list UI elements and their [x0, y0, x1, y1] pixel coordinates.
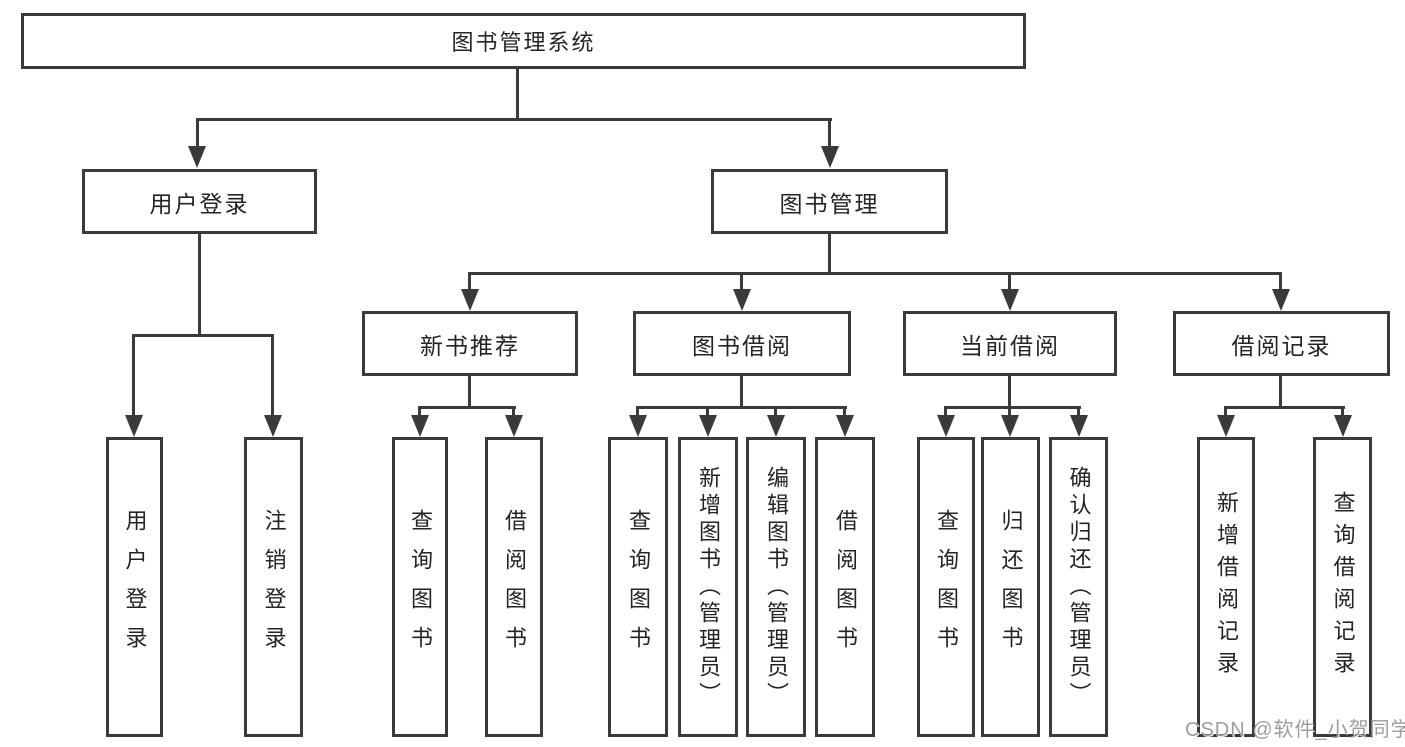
connector-hline: [944, 406, 1081, 409]
connector-hline: [418, 406, 516, 409]
connector-vline: [944, 406, 947, 417]
leaf-label: 新增图书（管理员）: [696, 465, 721, 709]
connector-vline: [468, 376, 471, 409]
connector-arrowhead: [461, 289, 479, 311]
leaf-logout: 注销登录: [244, 437, 303, 737]
leaf-label: 查询图书: [626, 509, 651, 665]
leaf-label: 新增借阅记录: [1214, 491, 1239, 683]
leaf-label: 确认归还（管理员）: [1066, 465, 1092, 709]
leaf-label: 借阅图书: [833, 509, 858, 665]
connector-arrowhead: [1001, 289, 1019, 311]
node-label: 借阅记录: [1231, 332, 1332, 359]
node-label: 新书推荐: [420, 332, 520, 359]
connector-arrowhead: [836, 415, 854, 437]
leaf-query-borrow-record: 查询借阅记录: [1313, 437, 1372, 737]
connector-vline: [196, 118, 199, 148]
connector-arrowhead: [767, 415, 785, 437]
connector-vline: [1077, 406, 1080, 417]
leaf-borrow-books: 借阅图书: [815, 437, 875, 737]
leaf-label: 查询图书: [408, 509, 433, 665]
node-label: 图书管理系统: [451, 30, 596, 55]
connector-arrowhead: [733, 289, 751, 311]
connector-arrowhead: [937, 415, 955, 437]
connector-arrowhead: [821, 146, 839, 168]
connector-vline: [1224, 406, 1227, 417]
connector-arrowhead: [1334, 415, 1352, 437]
connector-arrowhead: [1272, 289, 1290, 311]
connector-vline: [740, 272, 743, 292]
node-book-management: 图书管理: [711, 169, 948, 234]
connector-arrowhead: [1070, 415, 1088, 437]
connector-vline: [512, 406, 515, 417]
node-label: 图书借阅: [692, 332, 792, 359]
leaf-label: 归还图书: [998, 509, 1024, 665]
leaf-add-books-admin: 新增图书（管理员）: [678, 437, 738, 737]
connector-vline: [1279, 376, 1282, 409]
connector-hline: [636, 406, 847, 409]
leaf-user-login: 用户登录: [106, 437, 163, 737]
leaf-confirm-return-admin: 确认归还（管理员）: [1049, 437, 1108, 737]
connector-hline: [468, 272, 1282, 275]
leaf-query-books-current: 查询图书: [917, 437, 975, 737]
connector-hline: [132, 334, 274, 337]
connector-arrowhead: [264, 415, 282, 437]
connector-arrowhead: [188, 146, 206, 168]
leaf-label: 编辑图书（管理员）: [764, 465, 789, 709]
connector-vline: [828, 118, 831, 148]
watermark: CSDN @软件_小贺同学: [1185, 719, 1405, 741]
node-label: 图书管理: [779, 190, 880, 217]
connector-vline: [1008, 272, 1011, 292]
node-label: 用户登录: [149, 190, 250, 217]
node-label: 当前借阅: [960, 332, 1060, 359]
connector-vline: [132, 334, 135, 417]
connector-vline: [468, 272, 471, 292]
node-library-management-system: 图书管理系统: [21, 13, 1026, 69]
leaf-label: 借阅图书: [502, 509, 527, 665]
connector-vline: [1008, 406, 1011, 417]
connector-vline: [828, 234, 831, 275]
connector-arrowhead: [505, 415, 523, 437]
connector-vline: [843, 406, 846, 417]
leaf-add-borrow-record: 新增借阅记录: [1197, 437, 1255, 737]
leaf-label: 用户登录: [122, 509, 148, 665]
node-current-borrowing: 当前借阅: [903, 311, 1117, 376]
connector-arrowhead: [411, 415, 429, 437]
connector-hline: [196, 118, 832, 121]
connector-vline: [198, 234, 201, 337]
connector-arrowhead: [1001, 415, 1019, 437]
node-book-borrowing: 图书借阅: [633, 311, 851, 376]
connector-arrowhead: [629, 415, 647, 437]
connector-vline: [516, 69, 519, 121]
node-new-book-recommendation: 新书推荐: [362, 311, 578, 376]
leaf-query-books-borrowing: 查询图书: [608, 437, 668, 737]
leaf-borrow-books-recommend: 借阅图书: [485, 437, 543, 737]
connector-vline: [1279, 272, 1282, 292]
node-user-login: 用户登录: [82, 169, 317, 234]
leaf-label: 查询借阅记录: [1330, 491, 1356, 683]
connector-vline: [418, 406, 421, 417]
leaf-label: 注销登录: [261, 509, 287, 665]
connector-vline: [774, 406, 777, 417]
leaf-label: 查询图书: [934, 509, 959, 665]
connector-arrowhead: [1217, 415, 1235, 437]
connector-vline: [1341, 406, 1344, 417]
connector-arrowhead: [699, 415, 717, 437]
connector-vline: [706, 406, 709, 417]
leaf-edit-books-admin: 编辑图书（管理员）: [746, 437, 806, 737]
connector-vline: [1008, 376, 1011, 409]
connector-vline: [636, 406, 639, 417]
connector-hline: [1224, 406, 1345, 409]
node-borrowing-records: 借阅记录: [1173, 311, 1390, 376]
connector-arrowhead: [125, 415, 143, 437]
connector-vline: [271, 334, 274, 417]
leaf-query-books-recommend: 查询图书: [392, 437, 448, 737]
leaf-return-books: 归还图书: [981, 437, 1040, 737]
connector-vline: [740, 376, 743, 409]
